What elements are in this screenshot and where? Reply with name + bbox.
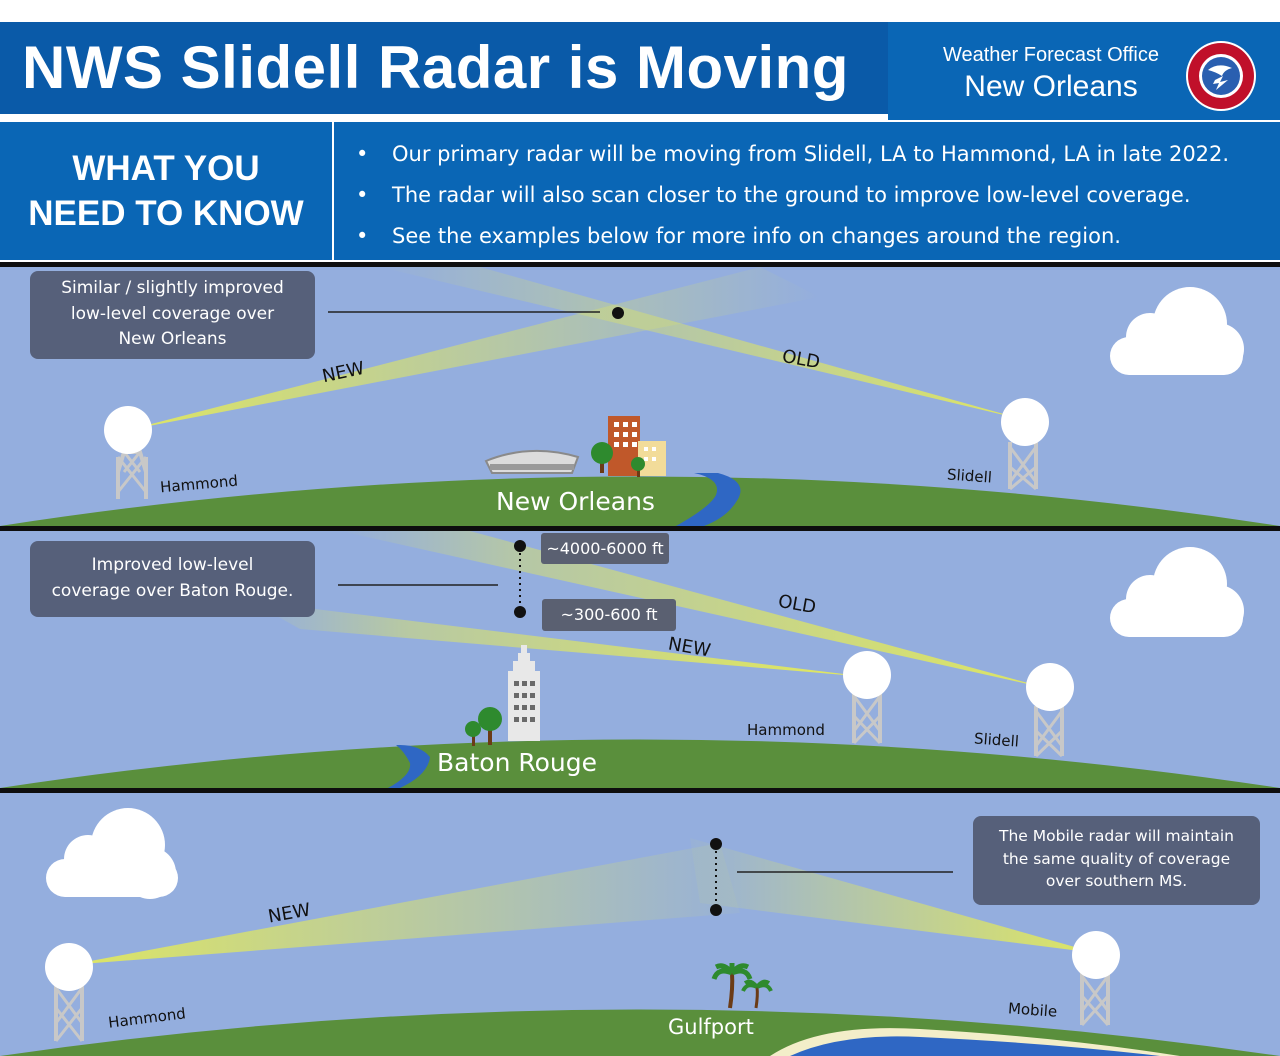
height-label-lower: ~300-600 ft [542,599,676,631]
callout-line: coverage over Baton Rouge. [51,581,294,601]
radar-tower-icon [1072,931,1120,1027]
palm-tree-icon [711,963,773,1009]
nws-logo [1186,41,1256,111]
ground [0,476,1280,526]
radar-label-slidell: Slidell [973,729,1020,751]
beam-new [128,267,820,430]
title-box [0,22,888,120]
beam-mobile [690,838,1096,953]
pointer-dot [710,838,722,850]
bullet-text: The radar will also scan closer to the g… [392,183,1191,207]
radar-label-mobile: Mobile [1007,999,1058,1021]
river [676,473,741,526]
callout-line: The Mobile radar will maintain [999,827,1234,845]
bullet-text: Our primary radar will be moving from Sl… [392,142,1230,166]
ground [0,739,1280,788]
bullets-box [334,122,1280,260]
tree-icon [465,707,502,746]
beam-new [69,843,740,965]
cloud-icon [1110,547,1244,637]
bullet-item: •Our primary radar will be moving from S… [356,142,1230,166]
building-icon [608,416,666,476]
callout-line: New Orleans [118,329,227,349]
city-label: Gulfport [668,1015,754,1039]
radar-tower-icon [104,406,152,499]
callout-new-orleans: Similar / slightly improved low-level co… [30,271,315,359]
panel-baton-rouge: Improved low-level coverage over Baton R… [0,531,1280,788]
panel-gulfport: The Mobile radar will maintain the same … [0,793,1280,1056]
cloud-icon [46,808,178,899]
office-label: Weather Forecast Office [942,44,1159,66]
beam-old [380,267,1025,420]
bullet-item: •The radar will also scan closer to the … [356,183,1191,207]
panel-baton-rouge-scene [0,531,1280,788]
beam-new [250,601,868,677]
gulf-water [790,1036,1160,1056]
divider [0,788,1280,793]
city-label: New Orleans [496,487,655,516]
radar-tower-icon [1026,663,1074,758]
know-box [0,122,332,260]
radar-label-slidell: Slidell [946,465,993,487]
know-heading-line1: WHAT YOU [72,149,260,188]
panel-new-orleans: Similar / slightly improved low-level co… [0,267,1280,526]
callout-line: low-level coverage over [70,303,275,324]
building-icon [508,645,540,741]
callout-line: Improved low-level [91,555,254,575]
callout-line: Similar / slightly improved [61,278,284,298]
callout-line: over southern MS. [1045,872,1188,890]
radar-tower-icon [45,943,93,1042]
panel-gulfport-scene [0,808,1280,1056]
cloud-icon [1110,287,1244,375]
know-heading: WHAT YOU NEED TO KNOW [0,146,332,236]
office-name: New Orleans [964,70,1138,103]
bullet-item: •See the examples below for more info on… [356,224,1121,248]
callout-baton-rouge: Improved low-level coverage over Baton R… [30,541,315,617]
divider [0,526,1280,531]
panel-new-orleans-scene [0,267,1280,526]
tree-icon [591,442,645,477]
know-heading-line2: NEED TO KNOW [28,194,304,233]
pointer-dot [514,540,526,552]
river [388,745,430,788]
radar-tower-icon [1001,398,1049,491]
pointer-dot [514,606,526,618]
pointer-dot [710,904,722,916]
radar-label-hammond: Hammond [747,721,825,739]
height-label-upper: ~4000-6000 ft [541,533,669,564]
callout-gulfport: The Mobile radar will maintain the same … [973,816,1260,905]
beam-old [340,531,1050,689]
page-title: NWS Slidell Radar is Moving [22,34,849,101]
city-label: Baton Rouge [437,748,597,777]
divider [0,262,1280,267]
callout-line: the same quality of coverage [1002,849,1231,868]
bullet-text: See the examples below for more info on … [392,224,1121,248]
pointer-dot [612,307,624,319]
radar-tower-icon [843,651,891,745]
